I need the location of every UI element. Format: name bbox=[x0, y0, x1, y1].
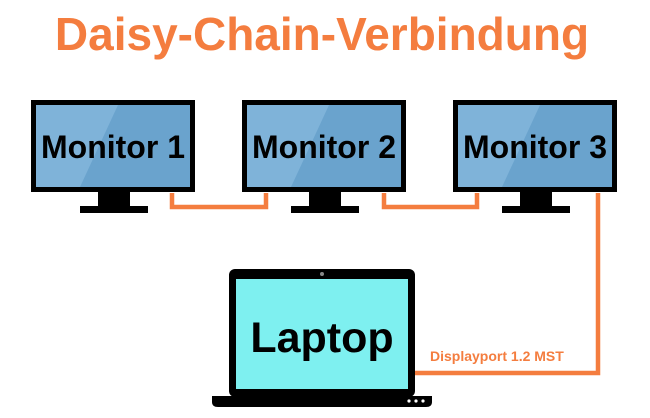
cables bbox=[169, 193, 601, 376]
monitor-1: Monitor 1 bbox=[31, 100, 195, 213]
monitor-1-glare bbox=[80, 105, 190, 187]
laptop-led-1 bbox=[407, 399, 411, 403]
monitor-2-glare bbox=[291, 105, 401, 187]
laptop: Laptop bbox=[212, 269, 432, 407]
cable-monitor3-laptop bbox=[414, 193, 601, 376]
laptop-led-3 bbox=[421, 399, 425, 403]
monitor-2-label: Monitor 2 bbox=[252, 129, 396, 165]
monitor-3-glare bbox=[502, 105, 612, 187]
monitor-3-foot bbox=[502, 206, 570, 213]
laptop-base bbox=[212, 396, 432, 407]
laptop-screen bbox=[236, 279, 408, 389]
laptop-label: Laptop bbox=[250, 314, 393, 362]
cable-monitor1-monitor2 bbox=[169, 193, 269, 210]
cable-monitor2-monitor3 bbox=[381, 193, 480, 210]
monitor-1-neck bbox=[98, 192, 130, 206]
monitor-1-foot bbox=[80, 206, 148, 213]
monitor-3-neck bbox=[520, 192, 552, 206]
monitor-1-label: Monitor 1 bbox=[41, 129, 185, 165]
monitor-3: Monitor 3 bbox=[453, 100, 617, 213]
monitor-2-neck bbox=[309, 192, 341, 206]
laptop-webcam bbox=[320, 272, 324, 276]
monitor-3-label: Monitor 3 bbox=[463, 129, 607, 165]
monitor-2-foot bbox=[291, 206, 359, 213]
diagram-title: Daisy-Chain-Verbindung bbox=[55, 8, 589, 60]
laptop-led-2 bbox=[414, 399, 418, 403]
connection-label: Displayport 1.2 MST bbox=[430, 348, 564, 364]
monitor-2: Monitor 2 bbox=[242, 100, 406, 213]
